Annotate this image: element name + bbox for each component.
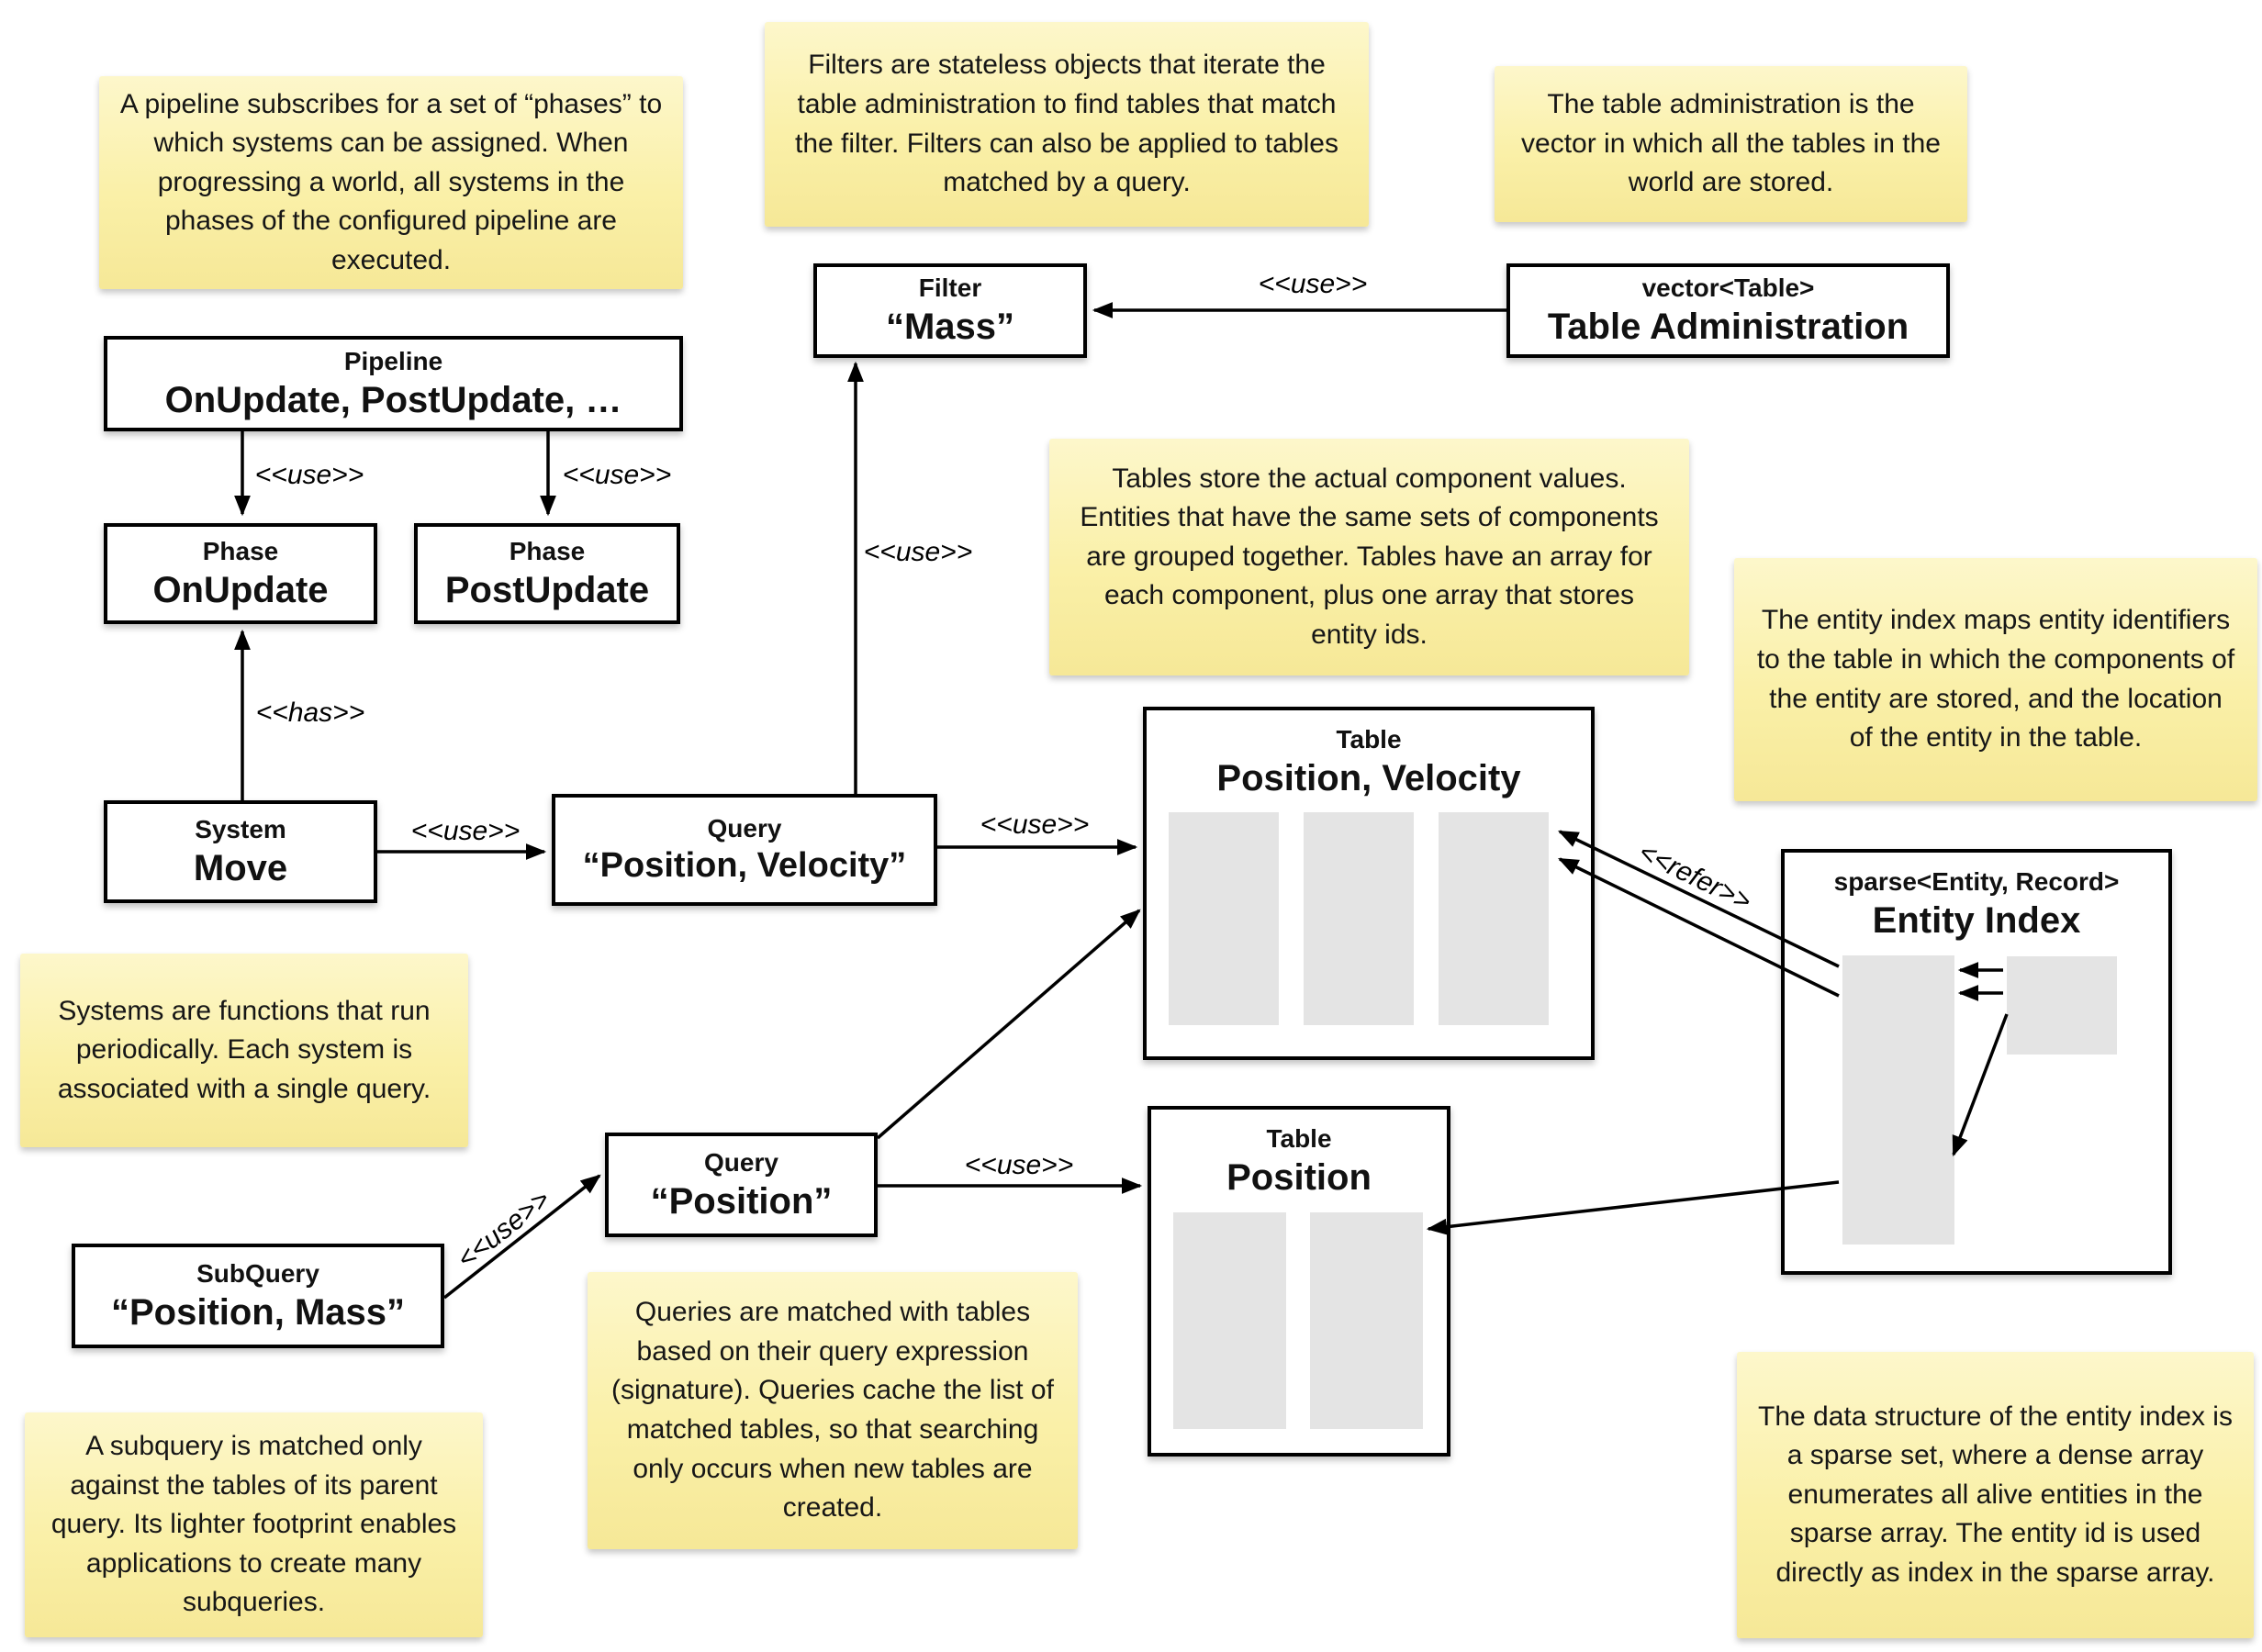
note-subquery-text: A subquery is matched only against the t… xyxy=(50,1431,457,1618)
component-array-bar xyxy=(1304,812,1414,1025)
note-filters-text: Filters are stateless objects that itera… xyxy=(794,50,1338,198)
component-array-bar xyxy=(1439,812,1549,1025)
node-table-administration-name: Table Administration xyxy=(1547,307,1909,347)
node-subquery: SubQuery “Position, Mass” xyxy=(72,1244,444,1348)
note-entity-index: The entity index maps entity identifiers… xyxy=(1734,558,2257,801)
node-filter-mass-name: “Mass” xyxy=(885,307,1015,347)
node-query-position-velocity-name: “Position, Velocity” xyxy=(582,845,907,885)
node-pipeline-name: OnUpdate, PostUpdate, … xyxy=(164,379,622,420)
note-queries-text: Queries are matched with tables based on… xyxy=(611,1297,1054,1524)
node-entity-index: sparse<Entity, Record> Entity Index xyxy=(1781,849,2172,1275)
note-systems-text: Systems are functions that run periodica… xyxy=(57,995,431,1104)
node-query-position-stereotype: Query xyxy=(704,1147,778,1177)
node-query-position-velocity: Query “Position, Velocity” xyxy=(552,794,937,906)
node-table-position-velocity-name: Position, Velocity xyxy=(1216,758,1521,798)
edge-label-use-query-filter: <<use>> xyxy=(863,537,973,567)
note-table-administration-text: The table administration is the vector i… xyxy=(1521,89,1941,198)
node-system-move: System Move xyxy=(104,800,377,903)
node-subquery-name: “Position, Mass” xyxy=(110,1291,406,1333)
note-sparse-set: The data structure of the entity index i… xyxy=(1737,1352,2254,1638)
note-systems: Systems are functions that run periodica… xyxy=(20,954,468,1147)
node-table-position-velocity: Table Position, Velocity xyxy=(1143,707,1595,1060)
node-phase-onupdate-stereotype: Phase xyxy=(202,536,279,565)
edge-label-refer-entityindex-table: <<refer>> xyxy=(1633,836,1756,918)
node-phase-postupdate: Phase PostUpdate xyxy=(414,523,680,624)
note-table-administration: The table administration is the vector i… xyxy=(1495,66,1967,222)
note-tables: Tables store the actual component values… xyxy=(1049,439,1689,675)
note-tables-text: Tables store the actual component values… xyxy=(1080,463,1659,650)
edge-label-use-pipeline-postupdate: <<use>> xyxy=(562,460,672,490)
edge-label-use-query-tablepv: <<use>> xyxy=(980,809,1090,840)
edge-label-use-system-query: <<use>> xyxy=(410,816,521,846)
note-entity-index-text: The entity index maps entity identifiers… xyxy=(1756,605,2235,753)
arrow-query-pos-to-table-pv xyxy=(876,909,1141,1140)
component-array-bar xyxy=(1169,812,1279,1025)
node-phase-postupdate-stereotype: Phase xyxy=(509,536,586,565)
node-table-position: Table Position xyxy=(1148,1106,1450,1457)
note-filters: Filters are stateless objects that itera… xyxy=(765,22,1369,227)
node-query-position: Query “Position” xyxy=(605,1133,878,1237)
arrow-entity-index-to-table-pos xyxy=(1426,1180,1840,1235)
note-queries: Queries are matched with tables based on… xyxy=(588,1272,1078,1549)
note-pipeline: A pipeline subscribes for a set of “phas… xyxy=(99,76,683,289)
component-array-bar xyxy=(1173,1212,1286,1429)
arrow-subquery-to-query-pos xyxy=(442,1174,601,1300)
node-table-position-name: Position xyxy=(1226,1157,1372,1198)
node-table-administration: vector<Table> Table Administration xyxy=(1506,263,1950,358)
node-phase-postupdate-name: PostUpdate xyxy=(444,569,650,610)
edge-label-use-subquery-query: <<use>> xyxy=(451,1184,556,1276)
note-pipeline-text: A pipeline subscribes for a set of “phas… xyxy=(119,88,663,275)
node-pipeline: Pipeline OnUpdate, PostUpdate, … xyxy=(104,336,683,431)
node-pipeline-stereotype: Pipeline xyxy=(343,346,443,375)
node-subquery-stereotype: SubQuery xyxy=(196,1258,319,1288)
component-array-bar xyxy=(1310,1212,1423,1429)
node-query-position-velocity-stereotype: Query xyxy=(707,813,782,843)
node-entity-index-stereotype: sparse<Entity, Record> xyxy=(1833,867,2120,896)
node-system-move-name: Move xyxy=(193,847,288,888)
edge-label-has-system-phase: <<has>> xyxy=(255,698,365,728)
node-table-position-velocity-stereotype: Table xyxy=(1336,725,1402,753)
node-phase-onupdate: Phase OnUpdate xyxy=(104,523,377,624)
dense-array-box xyxy=(2007,956,2117,1055)
note-sparse-set-text: The data structure of the entity index i… xyxy=(1758,1401,2233,1588)
node-filter-mass-stereotype: Filter xyxy=(918,273,982,302)
edge-label-use-pipeline-onupdate: <<use>> xyxy=(254,460,364,490)
node-entity-index-name: Entity Index xyxy=(1872,900,2081,941)
sparse-array-bar xyxy=(1842,955,1954,1245)
node-filter-mass: Filter “Mass” xyxy=(813,263,1087,358)
note-subquery: A subquery is matched only against the t… xyxy=(25,1412,483,1637)
node-query-position-name: “Position” xyxy=(650,1180,833,1222)
node-table-position-stereotype: Table xyxy=(1266,1124,1332,1153)
edge-label-use-admin-filter: <<use>> xyxy=(1258,269,1368,299)
edge-label-use-query-tablepos: <<use>> xyxy=(964,1150,1074,1180)
node-system-move-stereotype: System xyxy=(195,814,286,843)
node-phase-onupdate-name: OnUpdate xyxy=(152,569,329,610)
node-table-administration-stereotype: vector<Table> xyxy=(1641,273,1815,302)
